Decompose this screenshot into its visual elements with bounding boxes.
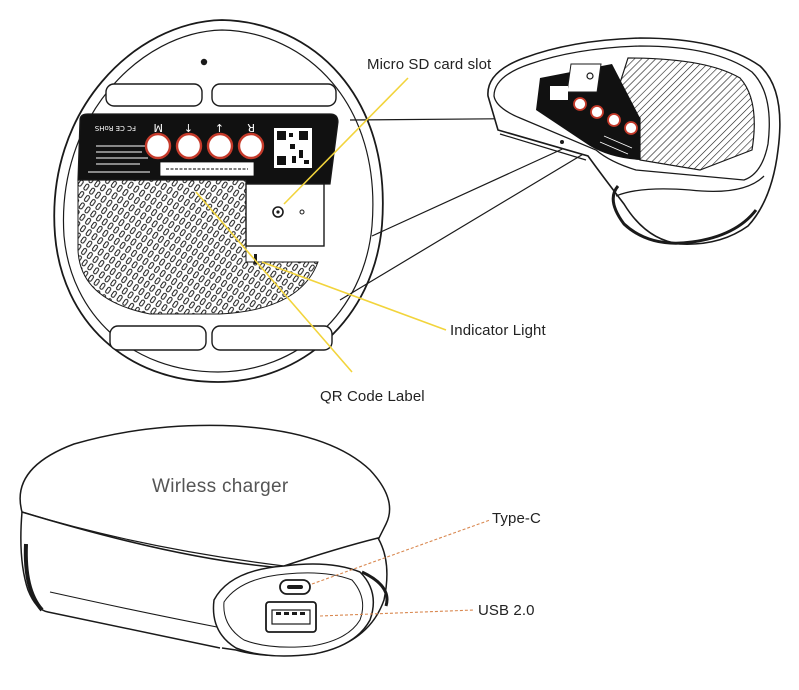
leader-usb-2-0 bbox=[319, 609, 475, 617]
isometric-view bbox=[487, 37, 781, 245]
iso-qr-code bbox=[550, 86, 568, 100]
iso-buttons bbox=[573, 97, 638, 135]
foot-top-left bbox=[105, 83, 203, 107]
charger-port-panel-inner bbox=[223, 572, 364, 648]
button-m[interactable] bbox=[144, 132, 172, 160]
ventilation-grille-border bbox=[77, 179, 319, 315]
wireless-charger-view bbox=[19, 424, 391, 657]
button-up[interactable] bbox=[175, 132, 203, 160]
qr-code-pattern bbox=[277, 131, 309, 165]
iso-sd-cover bbox=[566, 63, 602, 93]
bottom-view: FC CE RoHS M ↑ ↓ R bbox=[53, 19, 384, 383]
charger-left-foot bbox=[23, 543, 44, 612]
button-row: M ↑ ↓ R bbox=[144, 121, 265, 160]
button-label-up: ↑ bbox=[184, 121, 193, 134]
iso-side-hole bbox=[560, 140, 564, 144]
callout-micro-sd-card-slot: Micro SD card slot bbox=[367, 56, 492, 73]
bottom-view-top-hole bbox=[200, 58, 208, 66]
iso-grille-border bbox=[611, 57, 755, 171]
iso-foot-curve bbox=[611, 185, 758, 245]
foot-bottom-right bbox=[211, 325, 333, 351]
micro-sd-screw-center bbox=[276, 210, 280, 214]
iso-side-curve bbox=[615, 175, 765, 197]
leader-indicator-light bbox=[261, 261, 447, 331]
indicator-light bbox=[254, 254, 257, 264]
cert-marks: FC CE RoHS bbox=[94, 124, 136, 132]
iso-edge-line bbox=[499, 133, 587, 161]
button-label-down: ↓ bbox=[215, 121, 224, 134]
charger-left-side bbox=[20, 511, 221, 649]
charger-right-foot bbox=[361, 570, 389, 607]
callout-type-c: Type-C bbox=[492, 510, 541, 527]
foot-bottom-left bbox=[109, 325, 207, 351]
bottom-view-inner-ring bbox=[62, 29, 374, 373]
leader-qr-code bbox=[195, 191, 353, 373]
charger-top-surface bbox=[19, 424, 391, 569]
button-r[interactable] bbox=[237, 132, 265, 160]
button-label-m: M bbox=[154, 121, 164, 134]
rating-text-lines bbox=[88, 145, 150, 173]
type-c-port-inner bbox=[287, 585, 303, 589]
micro-sd-small-hole bbox=[299, 209, 305, 215]
button-label-r: R bbox=[247, 121, 255, 134]
charger-base-line bbox=[49, 591, 223, 629]
callout-qr-code-label: QR Code Label bbox=[320, 388, 425, 405]
iso-label-lines bbox=[599, 135, 633, 155]
product-name-label: Wirless charger bbox=[152, 476, 289, 497]
charger-top-edge bbox=[21, 511, 285, 567]
leader-micro-sd bbox=[283, 77, 409, 205]
iso-sd-screw bbox=[586, 72, 594, 80]
foot-top-right bbox=[211, 83, 337, 107]
leader-type-c bbox=[311, 519, 491, 585]
callout-usb-2-0: USB 2.0 bbox=[478, 602, 535, 619]
leader-lines bbox=[195, 77, 491, 617]
usb-pins bbox=[276, 612, 305, 615]
button-down[interactable] bbox=[206, 132, 234, 160]
micro-sd-card-slot-cover[interactable] bbox=[245, 183, 325, 247]
callout-indicator-light: Indicator Light bbox=[450, 322, 546, 339]
